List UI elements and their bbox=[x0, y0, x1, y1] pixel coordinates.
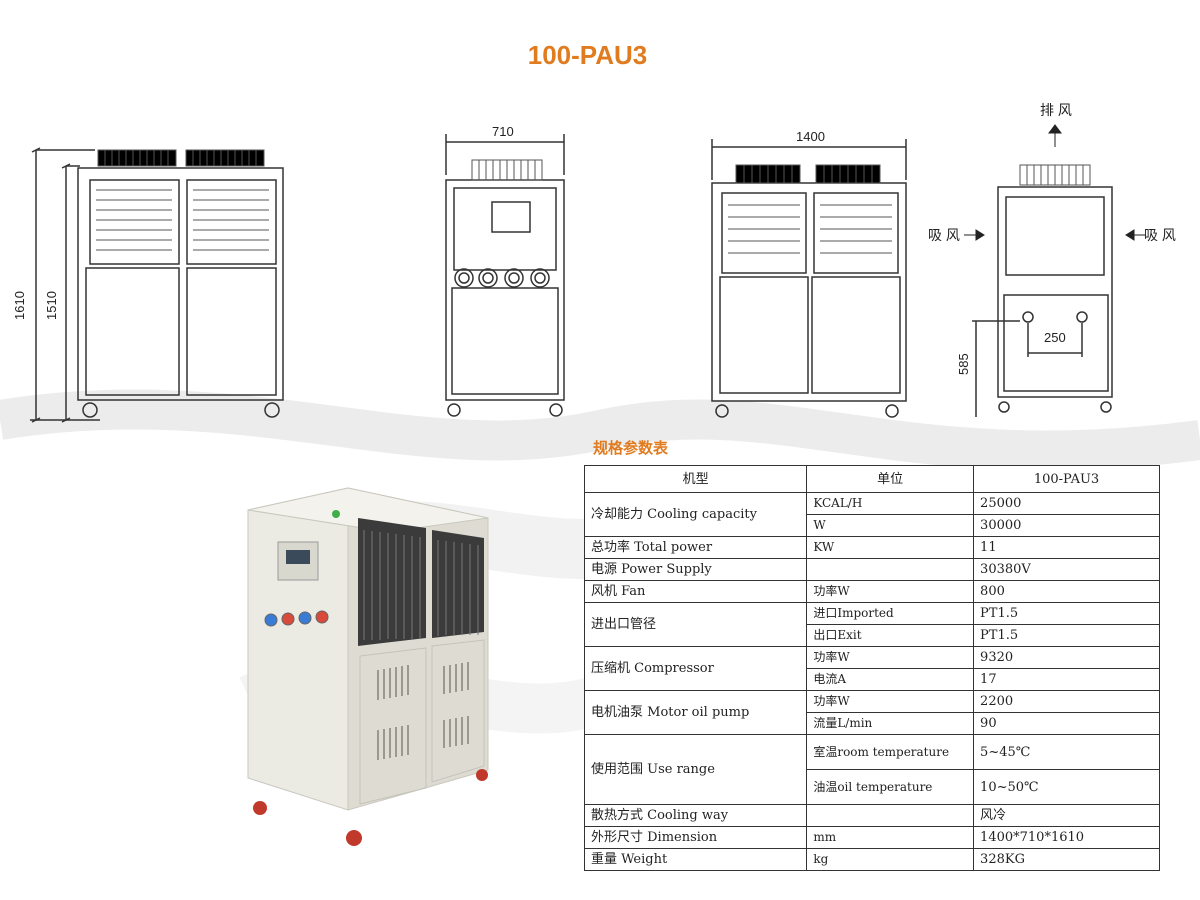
side-height-total-label: 1610 bbox=[12, 291, 27, 320]
cooling-unit-1: KCAL/H bbox=[806, 492, 975, 515]
cooling-value-2: 30000 bbox=[973, 514, 1160, 537]
side-view-drawing: 1610 1510 bbox=[12, 147, 284, 423]
table-row: 风机 Fan 功率W 800 bbox=[583, 580, 1160, 603]
table-row: 流量L/min 90 bbox=[585, 712, 1160, 735]
table-row: 总功率 Total power KW 11 bbox=[583, 536, 1160, 559]
fan-label: 风机 Fan bbox=[583, 580, 808, 603]
front-view-drawing: 710 bbox=[445, 124, 565, 417]
table-row: 压缩机 Compressor 功率W 9320 bbox=[583, 646, 1160, 691]
exhaust-label: 排 风 bbox=[1040, 102, 1072, 118]
oil-pump-unit-1: 功率W bbox=[806, 690, 975, 713]
cooling-unit-2: W bbox=[806, 514, 975, 537]
table-row: 电流A 17 bbox=[585, 668, 1160, 691]
compressor-label: 压缩机 Compressor bbox=[583, 646, 808, 691]
compressor-value-2: 17 bbox=[973, 668, 1160, 691]
model-title: 100-PAU3 bbox=[527, 40, 648, 70]
fan-unit: 功率W bbox=[806, 580, 975, 603]
table-header-row: 机型 单位 100-PAU3 bbox=[583, 465, 1160, 493]
side-height-body-label: 1510 bbox=[44, 291, 59, 320]
total-power-value: 11 bbox=[973, 536, 1160, 559]
power-supply-unit bbox=[806, 558, 975, 581]
compressor-unit-1: 功率W bbox=[806, 646, 975, 669]
cooling-way-value: 风冷 bbox=[973, 804, 1160, 827]
airflow-view-drawing: 排 风 吸 风 吸 风 250 585 bbox=[928, 102, 1176, 417]
pipe-value-2: PT1.5 bbox=[973, 624, 1160, 647]
oil-pump-value-2: 90 bbox=[973, 712, 1160, 735]
table-row: 冷却能力 Cooling capacity KCAL/H 25000 bbox=[583, 492, 1160, 537]
weight-value: 328KG bbox=[973, 848, 1160, 871]
rear-view-drawing: 1400 bbox=[711, 129, 907, 418]
use-range-unit-2: 油温oil temperature bbox=[806, 769, 975, 805]
power-supply-label: 电源 Power Supply bbox=[583, 558, 808, 581]
power-supply-value: 30380V bbox=[973, 558, 1160, 581]
pipe-unit-1: 进口Imported bbox=[806, 602, 975, 625]
compressor-unit-2: 电流A bbox=[806, 668, 975, 691]
top-width-label: 1400 bbox=[796, 129, 825, 144]
table-row: 散热方式 Cooling way 风冷 bbox=[583, 804, 1160, 827]
weight-unit: kg bbox=[806, 848, 975, 871]
oil-pump-unit-2: 流量L/min bbox=[806, 712, 975, 735]
intake-left-label: 吸 风 bbox=[928, 227, 960, 243]
use-range-label: 使用范围 Use range bbox=[583, 734, 808, 805]
total-power-unit: KW bbox=[806, 536, 975, 559]
chiller-product-image bbox=[247, 487, 489, 846]
compressor-value-1: 9320 bbox=[973, 646, 1160, 669]
use-range-unit-1: 室温room temperature bbox=[806, 734, 975, 770]
pipe-value-1: PT1.5 bbox=[973, 602, 1160, 625]
dimension-value: 1400*710*1610 bbox=[973, 826, 1160, 849]
hole-height-label: 585 bbox=[956, 353, 971, 375]
cooling-value-1: 25000 bbox=[973, 492, 1160, 515]
cooling-capacity-label: 冷却能力 Cooling capacity bbox=[583, 492, 808, 537]
spec-table-title: 规格参数表 bbox=[593, 439, 669, 457]
intake-right-label: 吸 风 bbox=[1144, 227, 1176, 243]
weight-label: 重量 Weight bbox=[583, 848, 808, 871]
front-width-label: 710 bbox=[492, 124, 514, 139]
dimension-label: 外形尺寸 Dimension bbox=[583, 826, 808, 849]
oil-pump-value-1: 2200 bbox=[973, 690, 1160, 713]
table-row: 进出口管径 进口Imported PT1.5 bbox=[583, 602, 1160, 647]
header-unit: 单位 bbox=[806, 465, 975, 493]
dimension-unit: mm bbox=[806, 826, 975, 849]
table-row: 油温oil temperature 10~50℃ bbox=[585, 769, 1160, 805]
total-power-label: 总功率 Total power bbox=[583, 536, 808, 559]
oil-pump-label: 电机油泵 Motor oil pump bbox=[583, 690, 808, 735]
use-range-value-2: 10~50℃ bbox=[973, 769, 1160, 805]
table-row: 电机油泵 Motor oil pump 功率W 2200 bbox=[583, 690, 1160, 735]
use-range-value-1: 5~45℃ bbox=[973, 734, 1160, 770]
cooling-way-unit bbox=[806, 804, 975, 827]
spec-table: 机型 单位 100-PAU3 冷却能力 Cooling capacity KCA… bbox=[583, 465, 1160, 871]
hole-spacing-label: 250 bbox=[1044, 330, 1066, 345]
fan-value: 800 bbox=[973, 580, 1160, 603]
pipe-unit-2: 出口Exit bbox=[806, 624, 975, 647]
header-model: 机型 bbox=[583, 465, 808, 493]
table-row: 电源 Power Supply 30380V bbox=[583, 558, 1160, 581]
table-row: 重量 Weight kg 328KG bbox=[583, 848, 1160, 871]
pipe-label: 进出口管径 bbox=[583, 602, 808, 647]
table-row: 出口Exit PT1.5 bbox=[585, 624, 1160, 647]
table-row: 外形尺寸 Dimension mm 1400*710*1610 bbox=[583, 826, 1160, 849]
header-value: 100-PAU3 bbox=[973, 465, 1160, 493]
cooling-way-label: 散热方式 Cooling way bbox=[583, 804, 808, 827]
table-row: 使用范围 Use range 室温room temperature 5~45℃ bbox=[583, 734, 1160, 805]
